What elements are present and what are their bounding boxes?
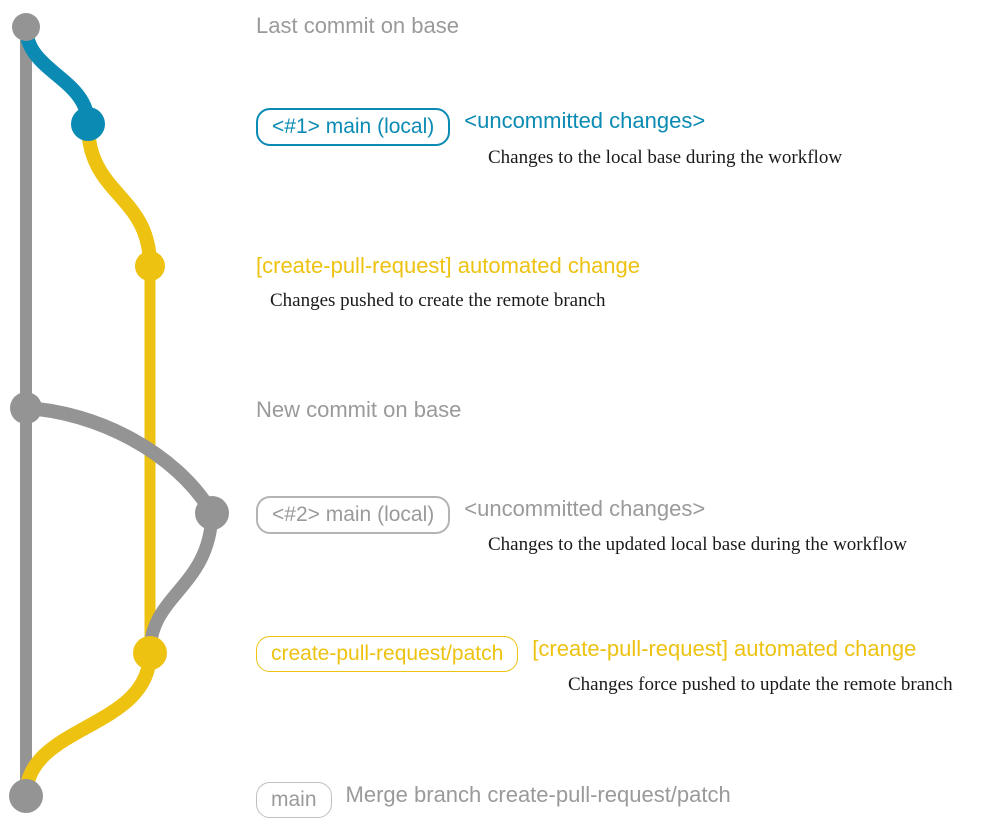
commit-subject: [create-pull-request] automated change	[256, 253, 641, 278]
commit-note-remote-2: Changes force pushed to update the remot…	[568, 674, 953, 695]
commit-subject: [create-pull-request] automated change	[532, 636, 917, 661]
ref-badge-create-pull-request-patch[interactable]: create-pull-request/patch	[256, 636, 519, 672]
commit-node-merge[interactable]	[9, 779, 43, 813]
row-remote-commit-2: create-pull-request/patch [create-pull-r…	[256, 636, 916, 672]
row-merge-commit: main Merge branch create-pull-request/pa…	[256, 782, 731, 818]
commit-subject: <uncommitted changes>	[464, 108, 706, 133]
commit-note-local-2: Changes to the updated local base during…	[488, 534, 907, 555]
commit-node-local-2[interactable]	[195, 496, 229, 530]
ref-badge-slot: create-pull-request/patch	[256, 636, 532, 672]
ref-badge-slot: main	[256, 782, 346, 818]
commit-node-local-1[interactable]	[71, 107, 105, 141]
commit-note-local-1: Changes to the local base during the wor…	[488, 147, 843, 168]
ref-badge-slot: <#1> main (local)	[256, 108, 464, 146]
ref-badge-slot: <#2> main (local)	[256, 496, 464, 534]
edge-remote2-to-merge	[19, 646, 157, 803]
commit-node-base-new[interactable]	[10, 392, 42, 424]
commit-subject: <uncommitted changes>	[464, 496, 706, 521]
commit-subject: New commit on base	[256, 397, 462, 422]
row-remote-commit-1: [create-pull-request] automated change	[256, 253, 640, 279]
edge-local1-to-remote1	[81, 117, 157, 273]
ref-badge-main-local-1[interactable]: <#1> main (local)	[256, 108, 451, 146]
row-local-commit-2: <#2> main (local) <uncommitted changes>	[256, 496, 705, 534]
commit-node-base-last[interactable]	[12, 13, 40, 41]
row-local-commit-1: <#1> main (local) <uncommitted changes>	[256, 108, 705, 146]
edge-base-to-local1	[19, 20, 95, 131]
row-new-commit-on-base: New commit on base	[256, 397, 461, 423]
commit-note-remote-1: Changes pushed to create the remote bran…	[270, 290, 606, 311]
ref-badge-main[interactable]: main	[256, 782, 332, 818]
commit-subject: Merge branch create-pull-request/patch	[345, 782, 731, 807]
commit-node-remote-2[interactable]	[133, 636, 167, 670]
edge-basenew-to-local2	[19, 401, 219, 520]
row-last-commit-on-base: Last commit on base	[256, 13, 459, 39]
commit-subject: Last commit on base	[256, 13, 459, 38]
ref-badge-main-local-2[interactable]: <#2> main (local)	[256, 496, 451, 534]
commit-node-remote-1[interactable]	[135, 251, 165, 281]
edge-local2-to-remote2	[143, 506, 219, 660]
